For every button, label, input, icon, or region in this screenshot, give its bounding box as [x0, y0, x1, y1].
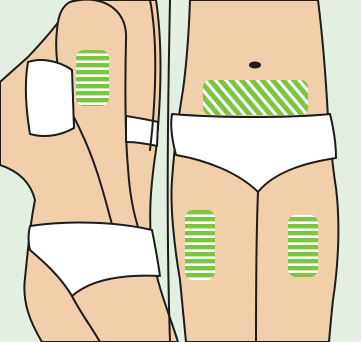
injection-site-right-thigh — [288, 215, 318, 277]
injection-site-abdomen — [203, 80, 308, 115]
injection-site-upper-arm — [76, 50, 109, 106]
navel — [249, 62, 261, 69]
injection-site-left-thigh — [185, 210, 215, 280]
front-view-figure — [171, 0, 338, 342]
side-bra — [26, 60, 74, 136]
